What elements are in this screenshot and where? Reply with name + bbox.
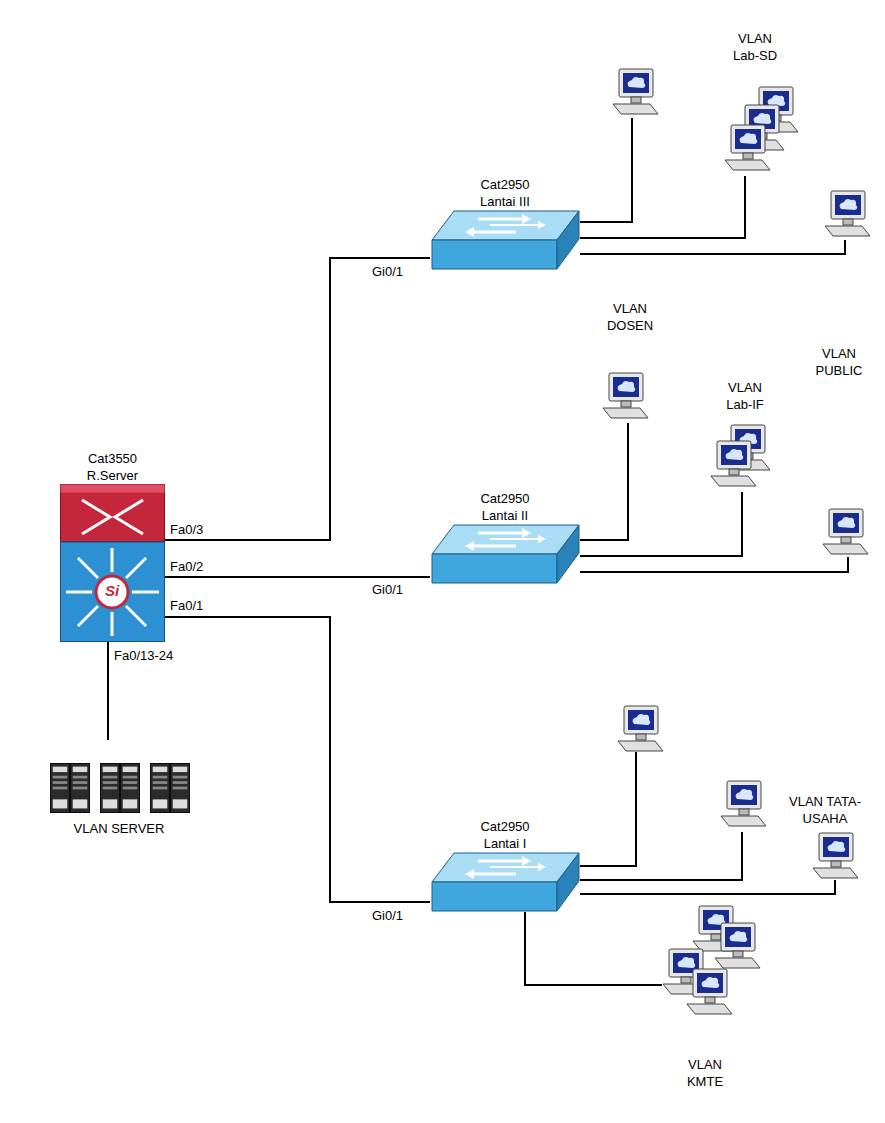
vlan-name: VLAN Lab-IF	[720, 379, 770, 413]
link-line	[580, 176, 745, 238]
port-label: Fa0/2	[170, 559, 203, 575]
port-label: Gi0/1	[372, 264, 403, 280]
vlan-name: VLAN Lab-SD	[725, 30, 785, 64]
pc-icon	[823, 509, 868, 554]
vlan-name: VLAN DOSEN	[600, 300, 660, 334]
pc-icon	[725, 125, 770, 170]
link-line	[165, 576, 430, 578]
switch-icon	[430, 524, 580, 584]
label-holder: Fa0/2	[170, 559, 203, 575]
server-icon	[150, 763, 169, 812]
link-line	[580, 752, 636, 866]
port-label: Fa0/13-24	[114, 648, 173, 664]
pc-icon	[618, 706, 663, 751]
link-line	[107, 642, 109, 740]
port-label: Gi0/1	[372, 908, 403, 924]
switch-icon	[430, 210, 580, 270]
label-holder: Gi0/1	[372, 908, 403, 924]
pc-icon	[715, 923, 760, 968]
port-label: Fa0/1	[170, 598, 203, 614]
label-holder: Gi0/1	[372, 264, 403, 280]
pc-icon	[813, 833, 858, 878]
link-line	[580, 492, 742, 556]
pc-icon	[613, 69, 658, 114]
server-icon	[100, 763, 119, 812]
link-line	[165, 258, 430, 540]
pc-icon	[825, 191, 870, 236]
link-line	[525, 912, 662, 985]
access-switch: Cat2950 Lantai II	[430, 490, 580, 584]
server-icon	[120, 763, 139, 812]
vlan-ellipse: VLAN Lab-IF	[704, 357, 786, 515]
ellipse-outline	[580, 5, 680, 840]
server-icon	[50, 763, 69, 812]
vlan-ellipse: VLAN DOSEN	[580, 5, 680, 840]
multilayer-switch: Cat3550 R.Server	[60, 450, 165, 642]
vlan-name: VLAN PUBLIC	[811, 345, 867, 379]
vlan-ellipse: VLAN SERVER	[5, 740, 233, 856]
ellipse-outline	[5, 740, 233, 856]
label-holder: Fa0/1	[170, 598, 203, 614]
link-line	[580, 423, 628, 540]
vlan-name: VLAN SERVER	[19, 820, 219, 837]
vlan-ellipse: VLAN Lab-SD	[688, 8, 823, 188]
port-label: Gi0/1	[372, 582, 403, 598]
link-line	[580, 557, 848, 572]
label-holder: Fa0/13-24	[114, 648, 173, 664]
link-line	[580, 832, 742, 880]
link-line	[580, 240, 845, 254]
pc-icon	[603, 373, 648, 418]
vlan-ellipse: VLAN KMTE	[618, 888, 793, 1113]
access-switch: Cat2950 Lantai I	[430, 818, 580, 912]
pc-icon	[721, 781, 766, 826]
access-switch: Cat2950 Lantai III	[430, 176, 580, 270]
logo-text: Si	[97, 583, 127, 599]
server-icon	[170, 763, 189, 812]
pc-icon	[711, 441, 756, 486]
vlan-ellipse: VLAN TATA-USAHA	[690, 745, 882, 903]
label-holder: Gi0/1	[372, 582, 403, 598]
link-line	[165, 617, 430, 902]
switch-name: Cat3550 R.Server	[73, 450, 153, 484]
label-holder: Fa0/3	[170, 522, 203, 538]
server-icon	[70, 763, 89, 812]
switch-name: Cat2950 Lantai II	[465, 490, 545, 524]
label-holder: Si	[97, 583, 127, 599]
switch-name: Cat2950 Lantai I	[465, 818, 545, 852]
link-line	[580, 880, 835, 894]
port-label: Fa0/3	[170, 522, 203, 538]
vlan-name: VLAN TATA-USAHA	[780, 793, 870, 827]
vlan-ellipse: VLAN PUBLIC	[795, 100, 883, 645]
link-line	[580, 118, 632, 222]
ellipse-outline	[690, 745, 882, 903]
switch-name: Cat2950 Lantai III	[465, 176, 545, 210]
multilayer-switch-icon	[60, 484, 165, 642]
pc-icon	[687, 969, 732, 1014]
vlan-name: VLAN KMTE	[675, 1056, 735, 1090]
switch-icon	[430, 852, 580, 912]
